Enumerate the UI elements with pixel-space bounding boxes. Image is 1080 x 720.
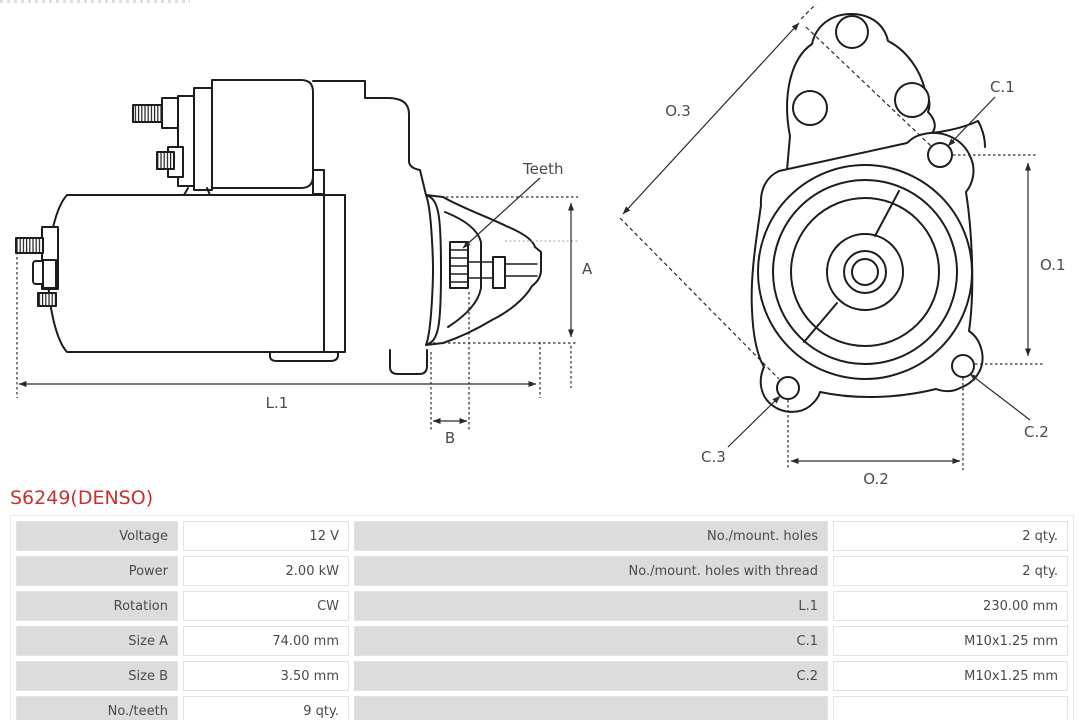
solenoid-body (211, 79, 314, 189)
spec-label-cell: Rotation (16, 591, 178, 621)
spec-label-cell: Size B (16, 661, 178, 691)
spec-row: Size B 3.50 mm C.2 M10x1.25 mm (16, 661, 1068, 691)
spec-label-cell: Power (16, 556, 178, 586)
spec-label-cell (354, 696, 828, 720)
spec-value-cell: 12 V (183, 521, 349, 551)
spec-label-cell: No./teeth (16, 696, 178, 720)
dim-label-o1: O.1 (1040, 256, 1066, 274)
side-view-dimensions (16, 177, 578, 432)
front-view-dimensions (619, 3, 1043, 470)
teeth-label: Teeth (522, 160, 563, 178)
spec-value-cell: 2 qty. (833, 521, 1068, 551)
pinion-gear (449, 241, 469, 289)
spec-label-cell: L.1 (354, 591, 828, 621)
spec-value-cell: M10x1.25 mm (833, 661, 1068, 691)
technical-diagram: Teeth A B L.1 (15, 3, 1066, 488)
spec-value-cell: 3.50 mm (183, 661, 349, 691)
dim-label-c3: C.3 (701, 448, 726, 466)
dim-label-o2: O.2 (863, 470, 889, 488)
spec-row: Size A 74.00 mm C.1 M10x1.25 mm (16, 626, 1068, 656)
spec-table: Voltage 12 V No./mount. holes 2 qty. Pow… (10, 515, 1074, 720)
spec-label-cell: C.2 (354, 661, 828, 691)
end-cap-outline (786, 13, 979, 137)
part-number-title: S6249(DENSO) (10, 487, 154, 509)
top-edge-artifact (0, 0, 190, 3)
motor-body (47, 194, 346, 353)
spec-value-cell: M10x1.25 mm (833, 626, 1068, 656)
spec-value-cell: 74.00 mm (183, 626, 349, 656)
front-view-drawing (750, 13, 986, 413)
spec-value-cell (833, 696, 1068, 720)
dim-label-b: B (445, 429, 455, 447)
spec-label-cell: No./mount. holes (354, 521, 828, 551)
dim-label-c1: C.1 (990, 78, 1015, 96)
spec-label-cell: Size A (16, 626, 178, 656)
spec-label-cell: Voltage (16, 521, 178, 551)
spec-value-cell: 2.00 kW (183, 556, 349, 586)
spec-value-cell: 230.00 mm (833, 591, 1068, 621)
mounting-flange (750, 132, 984, 413)
spec-value-cell: 9 qty. (183, 696, 349, 720)
dim-label-o3: O.3 (665, 102, 691, 120)
spec-label-cell: C.1 (354, 626, 828, 656)
spec-value-cell: 2 qty. (833, 556, 1068, 586)
spec-row: No./teeth 9 qty. (16, 696, 1068, 720)
dim-label-c2: C.2 (1024, 423, 1049, 441)
spec-row: Power 2.00 kW No./mount. holes with thre… (16, 556, 1068, 586)
hole-c1 (927, 142, 953, 168)
dim-label-l1: L.1 (266, 394, 289, 412)
spec-value-cell: CW (183, 591, 349, 621)
dim-label-a: A (582, 260, 593, 278)
spec-row: Rotation CW L.1 230.00 mm (16, 591, 1068, 621)
side-view-drawing (15, 79, 542, 375)
hole-c3 (776, 376, 800, 400)
spec-row: Voltage 12 V No./mount. holes 2 qty. (16, 521, 1068, 551)
spec-label-cell: No./mount. holes with thread (354, 556, 828, 586)
hole-c2 (951, 354, 975, 378)
